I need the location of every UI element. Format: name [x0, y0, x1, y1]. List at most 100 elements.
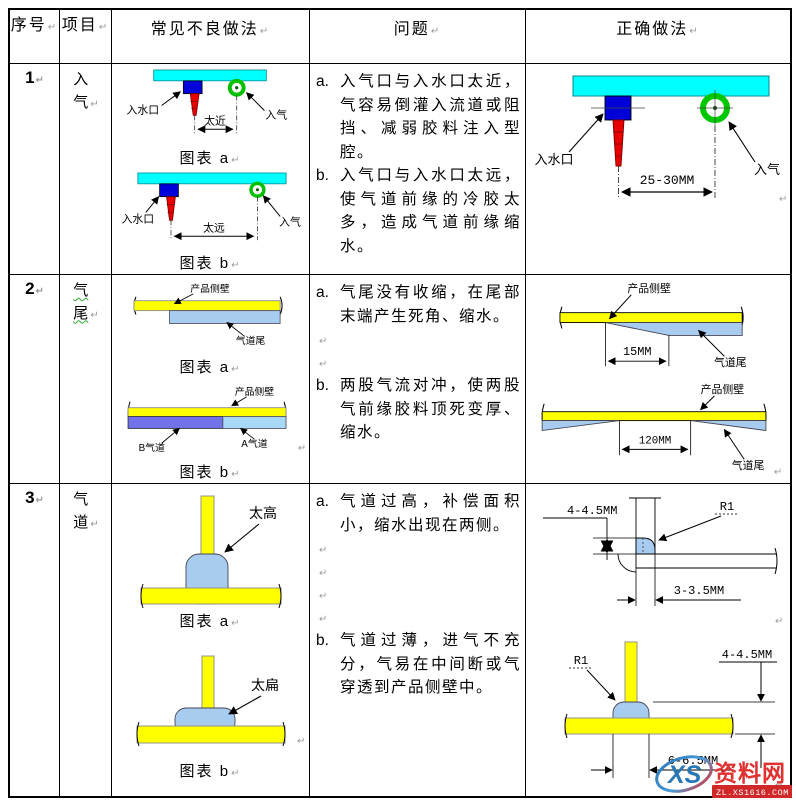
defects-table: 序号↵ 项目↵ 常见不良做法↵ 问题↵ 正确做法↵ 1↵ 入气↵ 太近 [8, 8, 792, 798]
dim-3-3-5mm: 3-3.5MM [674, 584, 724, 598]
paragraph-mark: ↵ [231, 469, 242, 480]
gas-tail-label: 气道尾 [235, 334, 265, 347]
product-wall-label: 产品侧壁 [234, 385, 274, 398]
diagram-two-gas-flows: 产品侧壁 B气道 A气道 ↵ [127, 385, 306, 454]
radius-r1-label: R1 [574, 654, 588, 668]
gas-tail-wedge [605, 322, 743, 336]
row3-item-label: 气道 [73, 491, 89, 531]
row3-number-cell: 3↵ [10, 484, 60, 796]
gas-tail-wedge-right [690, 420, 767, 432]
product-wall-bar [541, 411, 767, 422]
diagram-correct-double-taper: 120MM 产品侧壁 气道尾 ↵ [541, 382, 782, 478]
gas-tail-bar [168, 310, 281, 324]
dim-too-far-label: 太远 [203, 221, 225, 234]
paragraph-mark: ↵ [297, 443, 305, 454]
dim-4-4-5mm: 4-4.5MM [722, 648, 772, 662]
paragraph-mark: ↵ [774, 467, 782, 478]
water-inlet-label: 入水口 [121, 212, 154, 225]
row2-item-cell: 气尾↵ [60, 275, 112, 484]
diagram-correct-channel-section: 4-4.5MM R1 3-3.5MM ↵ [543, 497, 783, 627]
row3-problem-cell: a. 气道过高，补偿面积小，缩水出现在两侧。 ↵ ↵ ↵ ↵ b. 气道过薄，进… [310, 484, 526, 796]
product-wall-label: 产品侧壁 [190, 282, 230, 295]
header-correct-label: 正确做法 [616, 21, 689, 38]
paragraph-mark: ↵ [35, 75, 44, 86]
dim-4-4-5mm: 4-4.5MM [567, 504, 617, 518]
row3-number: 3 [25, 488, 35, 507]
watermark-url: ZL.XS1616.COM [716, 788, 789, 798]
sprue-shape [612, 119, 625, 167]
row2-number-cell: 2↵ [10, 275, 60, 484]
watermark: XS 资料网 ZL.XS1616.COM [655, 755, 792, 798]
header-cell-number: 序号↵ [10, 10, 60, 64]
radius-r1-label: R1 [720, 500, 734, 514]
row3-bad-practice-cell: 太高 图表 a↵ 太扁 ↵ 图表 b↵ [112, 484, 310, 796]
channel-stem [624, 641, 638, 705]
caption-r1a: 图表 a↵ [179, 150, 242, 168]
diagram-correct-tail-taper: 15MM 产品侧壁 气道尾 [559, 281, 747, 369]
product-bar [136, 172, 286, 185]
gas-tail-label: 气道尾 [714, 355, 747, 369]
paragraph-mark: ↵ [90, 98, 99, 110]
gas-inlet-label: 入气 [754, 162, 780, 177]
sprue-shape [165, 196, 176, 221]
row1-item-cell: 入气↵ [60, 64, 112, 275]
paragraph-mark: ↵ [319, 545, 329, 557]
watermark-site-name: 资料网 [714, 760, 786, 786]
base-bar [140, 587, 281, 605]
diagram-correct-channel-dims: R1 4-4.5MM 6-6.5MM ↵ [564, 641, 783, 791]
row1-item-label: 入气 [73, 71, 89, 111]
diagram-inlet-too-far: 太远 入水口 入气 [121, 172, 301, 241]
water-inlet-block [182, 80, 203, 95]
row1-correct-cell: 25-30MM 入水口 入气 ↵ [526, 64, 790, 275]
sprue-shape [189, 93, 200, 116]
problem-label-b: b. [316, 167, 329, 185]
product-wall-bar [127, 407, 286, 418]
row2-problem-cell: a. 气尾没有收缩，在尾部末端产生死角、缩水。 ↵ ↵ b. 两股气流对冲，使两… [310, 275, 526, 484]
problem-label-a: a. [316, 284, 329, 301]
too-flat-label: 太扁 [251, 677, 279, 693]
problem-label-b: b. [316, 377, 329, 395]
gas-tail-label: 气道尾 [732, 458, 765, 472]
dim-120mm: 120MM [639, 435, 672, 447]
product-wall-bar [559, 312, 743, 324]
gas-inlet-label: 入气 [265, 107, 287, 121]
row1-number-cell: 1↵ [10, 64, 60, 275]
product-bar [572, 75, 770, 97]
caption-r3b: 图表 b↵ [179, 763, 242, 780]
channel-corner-fill [635, 537, 656, 555]
paragraph-mark: ↵ [319, 614, 329, 626]
problem-label-a: a. [316, 73, 329, 90]
channel-stem [201, 655, 214, 715]
header-problem-label: 问题 [393, 21, 430, 38]
water-inlet-label: 入水口 [126, 103, 159, 116]
paragraph-mark: ↵ [98, 22, 110, 33]
row1-problem-b-text: 入气口与入水口太远，使气道前缘的冷胶太多，造成气道前缘缩水。 [340, 167, 521, 255]
row3-item-cell: 气道↵ [60, 484, 112, 796]
diagram-inlet-too-close: 太近 入水口 入气 [126, 69, 287, 134]
watermark-logo-oval [655, 755, 713, 793]
water-inlet-label: 入水口 [534, 152, 573, 167]
header-bad-practice-label: 常见不良做法 [150, 21, 259, 38]
too-tall-label: 太高 [249, 505, 277, 521]
a-channel-label: A气道 [241, 437, 267, 450]
row2-correct-cell: 15MM 产品侧壁 气道尾 120MM 产品侧壁 气道尾 ↵ [526, 275, 790, 484]
base-bar [136, 725, 285, 744]
row1-problem-a-text: 入气口与入水口太近，气容易倒灌入流道或阻挡、减弱胶料注入型腔。 [340, 73, 521, 161]
paragraph-mark: ↵ [47, 22, 59, 33]
base-bar [564, 717, 734, 735]
paragraph-mark: ↵ [90, 309, 99, 321]
paragraph-mark: ↵ [231, 155, 242, 167]
paragraph-mark: ↵ [319, 591, 329, 603]
row1-bad-practice-cell: 太近 入水口 入气 图表 a↵ 太远 入水口 入气 图表 b↵ [112, 64, 310, 275]
diagram-tail-no-taper: 产品侧壁 气道尾 [132, 282, 283, 347]
caption-r1b: 图表 b↵ [179, 255, 242, 272]
channel-stem [200, 495, 214, 559]
row2-bad-practice-cell: 产品侧壁 气道尾 图表 a↵ 产品侧壁 B气道 A气道 ↵ 图表 b↵ [112, 275, 310, 484]
paragraph-mark: ↵ [430, 26, 442, 37]
watermark-logo-text: XS [666, 761, 702, 789]
header-item-label: 项目 [61, 17, 98, 34]
row1-problem-cell: a. 入气口与入水口太近，气容易倒灌入流道或阻挡、减弱胶料注入型腔。 b. 入气… [310, 64, 526, 275]
dim-too-close-label: 太近 [204, 114, 226, 127]
paragraph-mark: ↵ [231, 618, 242, 629]
